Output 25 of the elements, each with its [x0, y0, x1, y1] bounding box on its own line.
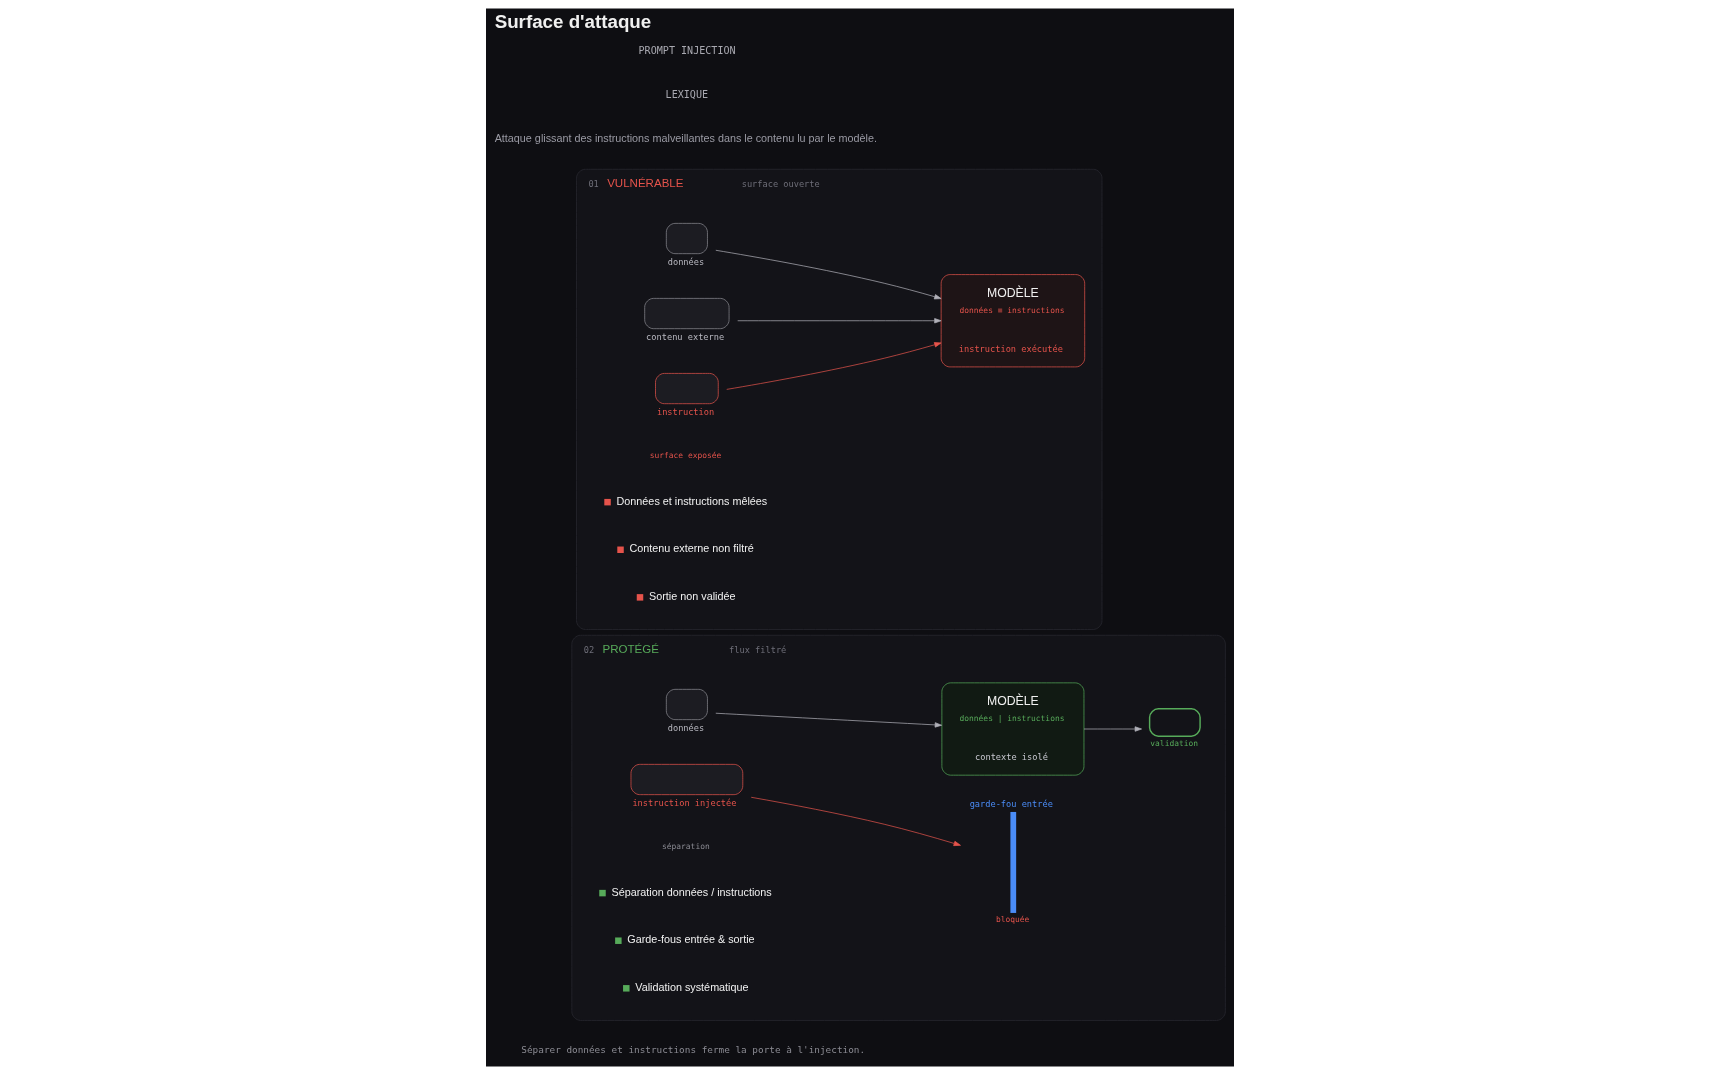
label: LEXIQUE	[665, 88, 709, 100]
node-box	[1010, 811, 1017, 913]
arrow	[715, 249, 942, 300]
arrow	[750, 796, 961, 846]
label: Attaque glissant des instructions malveillantes dans le contenu lu par le modèle.	[494, 131, 877, 144]
node-label: contenu externe	[646, 331, 725, 342]
node-label: garde-fou entrée	[969, 798, 1053, 809]
arrow	[1083, 726, 1142, 732]
arrow	[737, 318, 942, 324]
label: Séparer données et instructions ferme la porte à l'injection.	[521, 1044, 866, 1056]
label: Contenu externe non filtré	[629, 542, 754, 555]
arrow	[715, 712, 942, 728]
label: Données et instructions mêlées	[616, 494, 768, 507]
diagram-title: Surface d'attaque	[494, 11, 652, 33]
label: Validation systématique	[635, 980, 749, 993]
arrow	[726, 342, 942, 390]
label: Séparation données / instructions	[611, 885, 772, 898]
node-label: instruction	[656, 406, 715, 417]
label: PROMPT INJECTION	[638, 44, 736, 56]
label: Sortie non validée	[649, 589, 736, 602]
node-label: instruction injectée	[632, 797, 737, 808]
node-label: données	[667, 722, 705, 733]
node-box	[1148, 708, 1201, 737]
node-label: données	[667, 256, 705, 267]
label: Garde-fous entrée & sortie	[627, 933, 755, 946]
